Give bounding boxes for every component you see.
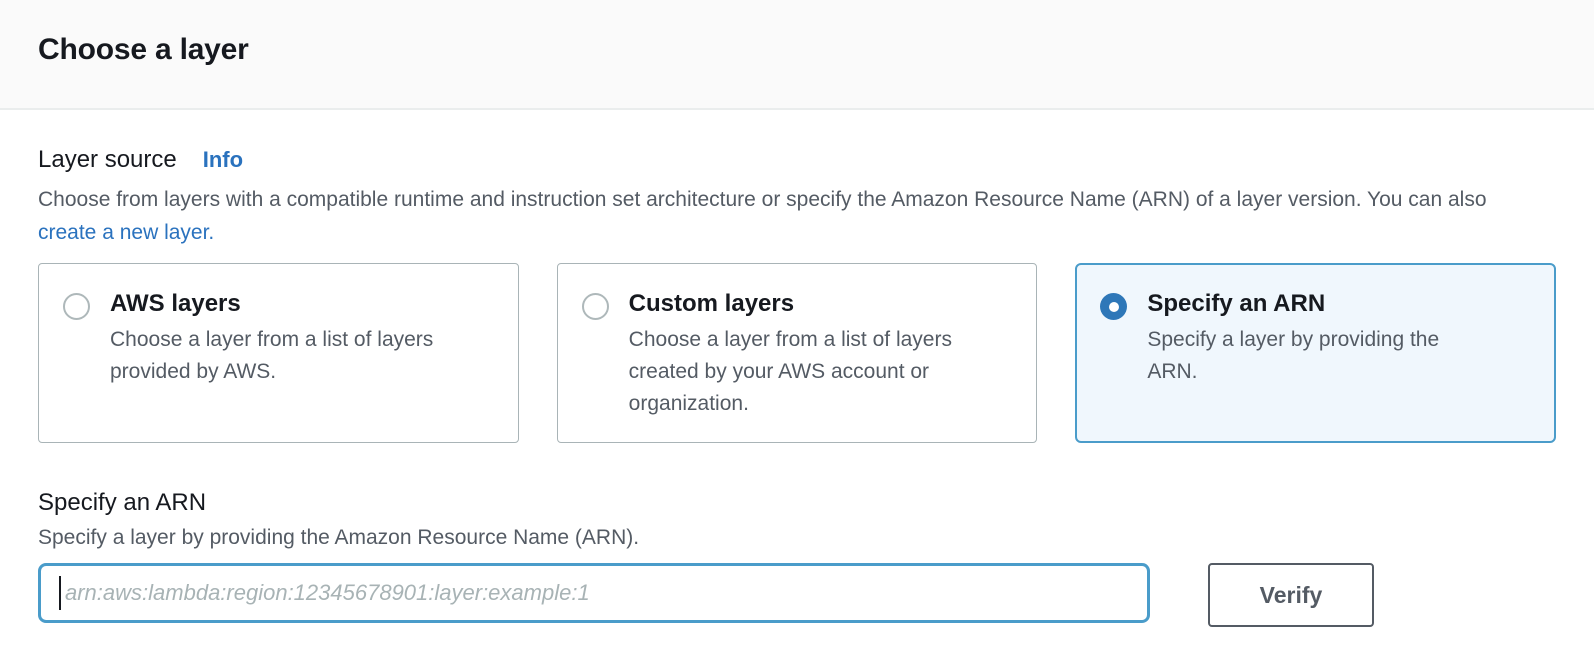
choose-a-layer-panel: Choose a layer Layer source Info Choose … bbox=[0, 0, 1594, 627]
specify-arn-radio[interactable] bbox=[1100, 293, 1128, 320]
panel-header: Choose a layer bbox=[0, 0, 1594, 110]
verify-button[interactable]: Verify bbox=[1208, 563, 1374, 627]
panel-body: Layer source Info Choose from layers wit… bbox=[0, 146, 1594, 627]
arn-input[interactable] bbox=[38, 563, 1150, 623]
card-title: AWS layers bbox=[110, 290, 241, 317]
layer-source-option-specify-arn[interactable]: Specify an ARN Specify a layer by provid… bbox=[1075, 263, 1557, 443]
card-text: Specify an ARN Specify a layer by provid… bbox=[1147, 290, 1479, 416]
create-new-layer-link[interactable]: create a new layer. bbox=[38, 221, 215, 244]
layer-source-option-aws-layers[interactable]: AWS layers Choose a layer from a list of… bbox=[38, 263, 519, 443]
card-description: Choose a layer from a list of layers pro… bbox=[110, 328, 434, 383]
layer-source-option-custom-layers[interactable]: Custom layers Choose a layer from a list… bbox=[556, 263, 1038, 443]
card-title: Specify an ARN bbox=[1147, 290, 1326, 317]
arn-input-wrap bbox=[38, 563, 1150, 623]
card-description: Choose a layer from a list of layers cre… bbox=[628, 328, 952, 415]
card-description: Specify a layer by providing the ARN. bbox=[1147, 328, 1440, 383]
specify-arn-section-title: Specify an ARN bbox=[38, 489, 207, 516]
card-title: Custom layers bbox=[628, 290, 795, 317]
custom-layers-radio[interactable] bbox=[581, 293, 609, 320]
arn-input-row: Verify bbox=[38, 563, 1556, 627]
info-link[interactable]: Info bbox=[202, 147, 244, 172]
specify-arn-section-description: Specify a layer by providing the Amazon … bbox=[38, 526, 640, 549]
text-caret bbox=[59, 576, 61, 610]
card-text: AWS layers Choose a layer from a list of… bbox=[110, 290, 442, 416]
layer-source-label-row: Layer source Info bbox=[38, 146, 1556, 174]
layer-source-description: Choose from layers with a compatible run… bbox=[38, 183, 1500, 249]
layer-source-label: Layer source bbox=[38, 146, 177, 173]
page-title: Choose a layer bbox=[38, 33, 249, 66]
aws-layers-radio[interactable] bbox=[63, 293, 90, 320]
layer-source-description-text: Choose from layers with a compatible run… bbox=[38, 188, 1487, 211]
layer-source-options: AWS layers Choose a layer from a list of… bbox=[38, 263, 1557, 443]
card-text: Custom layers Choose a layer from a list… bbox=[629, 290, 961, 416]
